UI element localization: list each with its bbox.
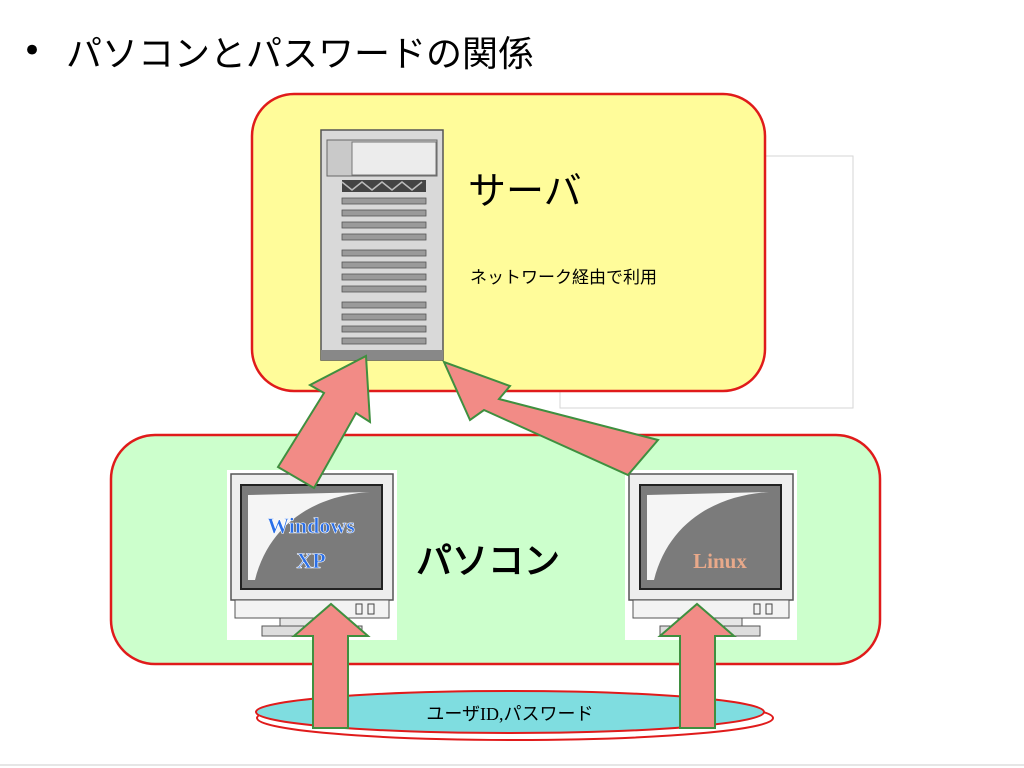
bullet-icon: • (22, 31, 43, 71)
arrow-linux-to-server (442, 360, 660, 477)
windows-os-label-line1: Windows (267, 513, 355, 538)
server-label: サーバ (468, 169, 582, 213)
arrow-credentials-to-windows (291, 602, 371, 729)
credentials-label: ユーザID,パスワード (426, 704, 594, 724)
slide-title: パソコンとパスワードの関係 (66, 34, 535, 75)
server-icon (320, 129, 444, 361)
windows-os-label-line2: XP (296, 548, 325, 573)
linux-os-label: Linux (693, 549, 747, 573)
windows-monitor-icon (227, 470, 397, 640)
credentials-ellipse (255, 690, 765, 734)
footer-divider (0, 764, 1024, 766)
arrow-windows-to-server (276, 354, 372, 490)
server-sublabel: ネットワーク経由で利用 (470, 268, 657, 288)
arrow-credentials-to-linux (657, 602, 737, 729)
pc-label: パソコン (416, 541, 561, 582)
slide-title-row: • パソコンとパスワードの関係 (22, 26, 534, 76)
